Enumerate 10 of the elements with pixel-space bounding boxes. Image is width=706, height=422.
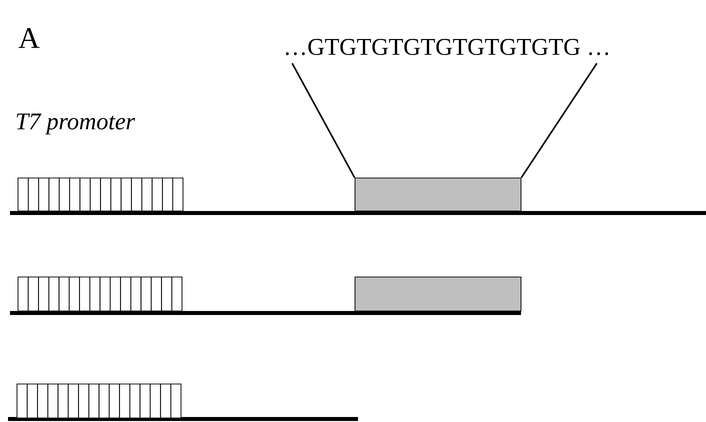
promoter-box [18, 178, 184, 212]
leader-line [520, 62, 598, 178]
insert-box [354, 276, 522, 312]
panel-letter: A [18, 28, 40, 48]
region-label: T7 promoter [16, 114, 136, 134]
promoter-box [16, 384, 182, 418]
sequence-text: …GTGTGTGTGTGTGTGTG … [286, 38, 608, 56]
insert-box [354, 178, 522, 212]
leader-line [291, 62, 356, 178]
promoter-box [18, 276, 182, 312]
